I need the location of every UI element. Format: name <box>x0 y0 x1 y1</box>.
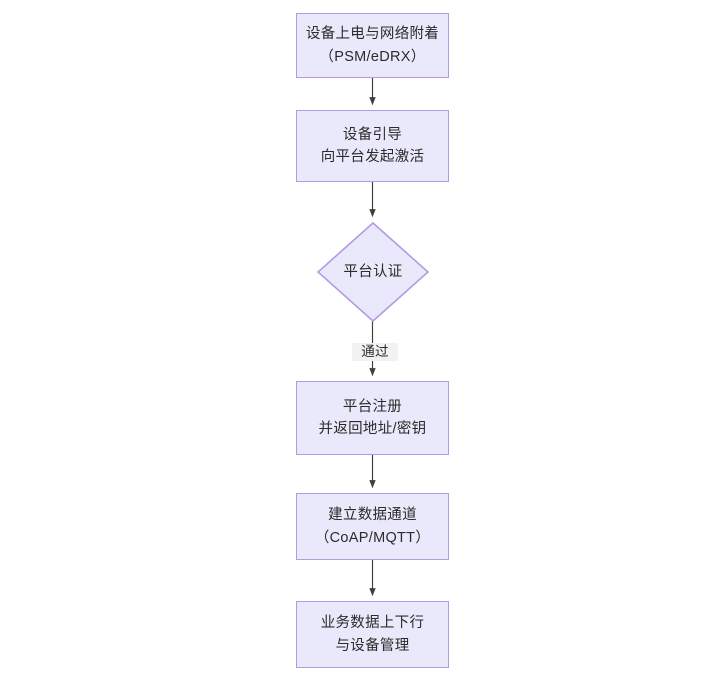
diamond-shape <box>317 222 429 322</box>
node-device-power-on[interactable]: 设备上电与网络附着 （PSM/eDRX） <box>296 13 449 78</box>
node-label-line: 设备引导 <box>342 126 403 143</box>
node-data-channel[interactable]: 建立数据通道 （CoAP/MQTT） <box>296 493 449 560</box>
node-label-line: 业务数据上下行 <box>320 615 425 632</box>
node-platform-authentication[interactable]: 平台认证 <box>317 222 429 322</box>
node-label-line: 并返回地址/密钥 <box>318 421 427 437</box>
node-label-line: 与设备管理 <box>335 637 410 654</box>
edge-label-pass: 通过 <box>352 343 398 362</box>
node-device-bootstrap[interactable]: 设备引导 向平台发起激活 <box>296 110 449 182</box>
node-label-line: （CoAP/MQTT） <box>314 529 431 546</box>
node-label-line: （PSM/eDRX） <box>319 48 426 65</box>
node-label-line: 平台认证 <box>343 263 403 280</box>
node-business-data[interactable]: 业务数据上下行 与设备管理 <box>296 601 449 668</box>
node-label-line: 建立数据通道 <box>328 507 417 524</box>
node-label-line: 平台注册 <box>342 398 403 415</box>
node-label-line: 设备上电与网络附着 <box>305 26 440 43</box>
node-platform-registration[interactable]: 平台注册 并返回地址/密钥 <box>296 381 449 455</box>
node-label-line: 向平台发起激活 <box>320 149 425 165</box>
